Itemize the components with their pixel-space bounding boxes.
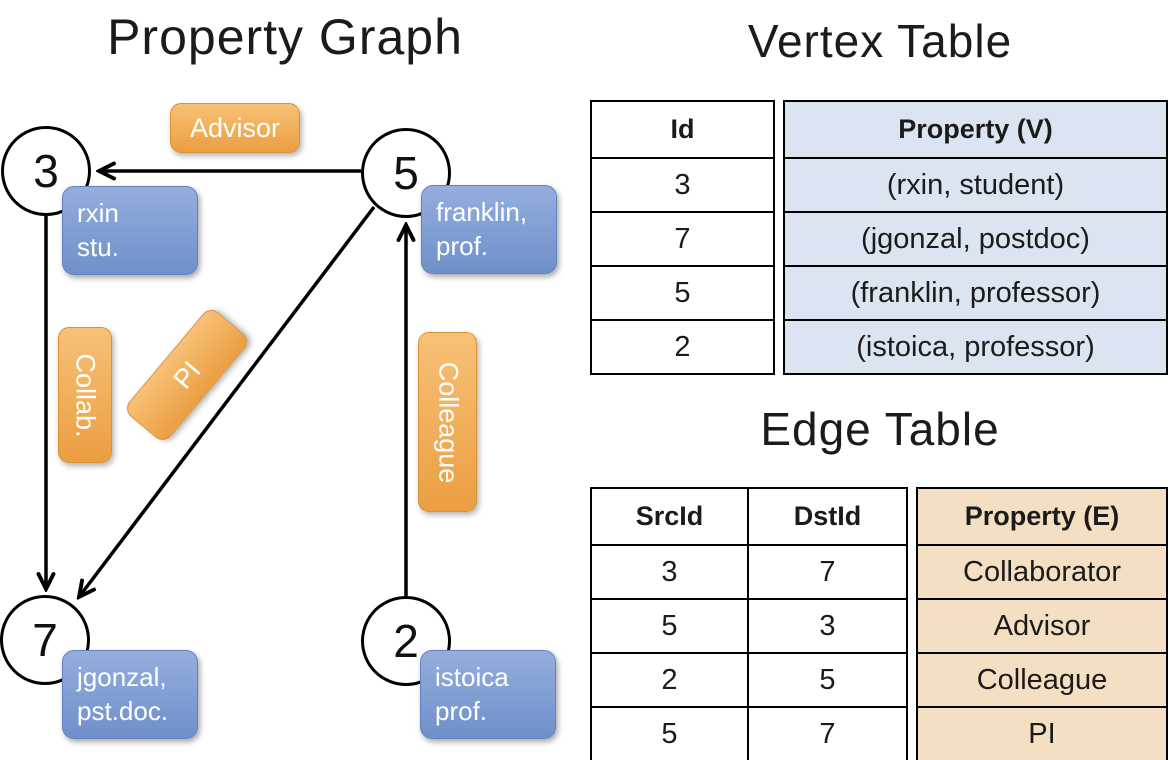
edge-label-colleague-text: Colleague [433,361,463,483]
edge-table-header-row: SrcId DstId [592,489,906,544]
edge-table-header-srcid: SrcId [592,489,749,544]
vertex-table-header-id: Id [670,114,695,144]
table-cell: 5 [592,265,773,319]
edge-label-advisor: Advisor [170,103,300,153]
table-cell: 7 [819,717,836,750]
edge-table-id-columns: SrcId DstId 3 7 5 3 2 5 5 7 [590,487,908,760]
callout-line1: jgonzal, [77,662,167,692]
vertex-property-callout-3: rxin stu. [62,186,198,275]
vertex-table-header-property: Property (V) [898,114,1053,144]
table-cell: 5 [592,708,749,760]
table-cell: 3 [592,157,773,211]
table-cell: 2 [592,654,749,706]
table-cell: (rxin, student) [785,157,1166,211]
table-cell: 5 [819,663,836,696]
table-cell: Collaborator [918,544,1166,598]
table-row: 5 7 [592,706,906,760]
table-row: 2 5 [592,652,906,706]
edge-label-advisor-text: Advisor [189,112,281,143]
table-cell: Advisor [918,598,1166,652]
table-cell: 7 [819,555,836,588]
callout-line2: prof. [435,696,488,727]
vertex-table-title: Vertex Table [747,15,1013,67]
table-cell: 3 [819,609,836,642]
vertex-property-callout-2: istoica prof. [420,650,556,739]
table-cell: 7 [592,211,773,265]
edge-label-collab-text: Collab. [70,352,101,438]
table-cell: (istoica, professor) [785,319,1166,373]
table-cell: (jgonzal, postdoc) [785,211,1166,265]
table-row: 5 3 [592,598,906,652]
edge-label-pi-text: PI [166,355,207,395]
graph-edges-layer [0,0,570,760]
callout-line1: istoica [435,662,509,692]
vertex-node-2-id: 2 [393,615,419,667]
vertex-node-7-id: 7 [32,614,58,666]
callout-line2: pst.doc. [77,696,169,727]
vertex-property-callout-7: jgonzal, pst.doc. [62,650,198,739]
vertex-node-5-id: 5 [393,147,419,199]
callout-line2: stu. [77,232,119,263]
vertex-table-property-column: Property (V) (rxin, student) (jgonzal, p… [783,100,1168,375]
edge-table-header-property: Property (E) [964,501,1120,531]
vertex-property-callout-5: franklin, prof. [421,185,557,274]
vertex-table-id-column: Id 3 7 5 2 [590,100,775,375]
edge-5-to-7 [79,205,376,597]
edge-label-collab: Collab. [58,327,112,463]
edge-table-title: Edge Table [760,403,1000,455]
table-row: 3 7 [592,544,906,598]
table-cell: Colleague [918,652,1166,706]
table-cell: 5 [592,600,749,652]
edge-table-property-column: Property (E) Collaborator Advisor Collea… [916,487,1168,760]
table-cell: PI [918,706,1166,760]
edge-table-header-dstid: DstId [793,501,862,531]
table-cell: (franklin, professor) [785,265,1166,319]
vertex-node-3-id: 3 [33,145,59,197]
edge-label-colleague: Colleague [418,332,477,512]
vertex-node-5: 5 [361,128,451,218]
callout-line1: franklin, [436,197,528,227]
callout-line1: rxin [77,198,119,228]
callout-line2: prof. [436,231,489,262]
table-cell: 2 [592,319,773,373]
table-cell: 3 [592,546,749,598]
property-graph-title: Property Graph [107,9,463,65]
vertex-node-2: 2 [361,596,451,686]
